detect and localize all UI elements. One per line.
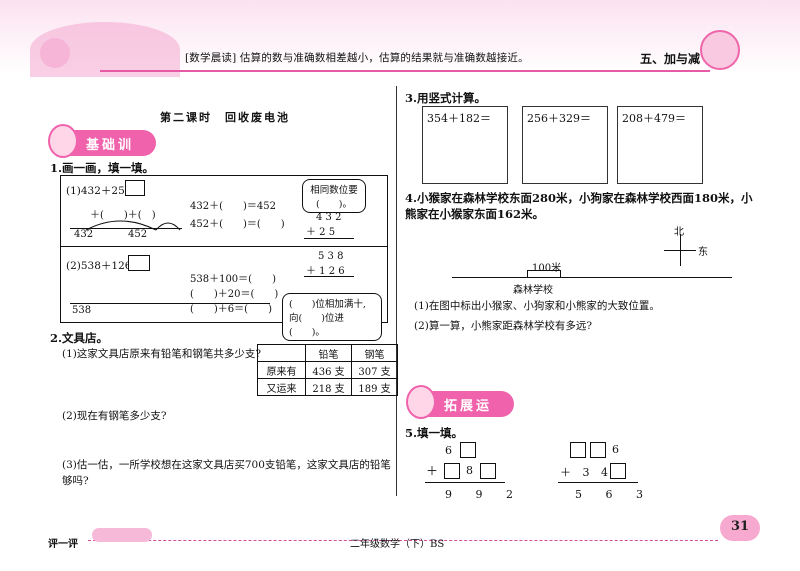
q1b-line3: ( )＋6＝( ) [190, 304, 272, 315]
q1a-number-line [70, 228, 182, 229]
compass-east: 东 [698, 247, 708, 258]
compass-horizontal [664, 250, 696, 251]
q1a-end: 452 [128, 229, 148, 240]
q5a-rule [425, 482, 505, 483]
q5a-row2: 8 [466, 464, 473, 477]
table-cell: 436 支 [305, 361, 352, 379]
header-rule [100, 70, 710, 72]
q2-part1: (1)这家文具店原来有铅笔和钢笔共多少支? [62, 348, 262, 360]
q1b-start: 538 [72, 305, 92, 316]
unit-title: 五、加与减 [640, 52, 701, 66]
q5b-row2: ＋ 3 4 [560, 466, 612, 479]
mascot-cap-icon [406, 385, 436, 419]
table-cell: 218 支 [305, 378, 352, 396]
footer-rating: 评一评 [48, 539, 78, 550]
q5b-blank-1[interactable] [570, 442, 586, 458]
q1b-hint-bubble: ( )位相加满十, 向( )位进( )。 [282, 293, 382, 341]
q3-calc-box-3[interactable]: 208＋479＝ [617, 106, 703, 184]
section-tag-label: 基础训练 [86, 138, 135, 172]
q5a-blank-3[interactable] [480, 463, 496, 479]
q5b-row1: 6 [612, 443, 619, 456]
table-row: 又运来 218 支 189 支 [257, 378, 398, 396]
page-number: 31 [720, 515, 760, 541]
q2-part3: (3)估一估，一所学校想在这家文具店买700支铅笔，这家文具店的铅笔够吗? [62, 459, 391, 487]
mascot-cap-icon [48, 124, 78, 158]
q1b-line2: ( )＋20＝( ) [190, 289, 279, 300]
q4-part1: (1)在图中标出小猴家、小狗家和小熊家的大致位置。 [414, 300, 660, 312]
q3-expr: 354＋182＝ [427, 112, 491, 125]
q1b-vertical-bottom: ＋ 1 2 6 [306, 266, 345, 277]
q2-title: 2.文具店。 [50, 331, 109, 345]
q1a-answer-box[interactable] [125, 180, 145, 196]
q5a-blank-1[interactable] [460, 442, 476, 458]
map-line [452, 277, 732, 278]
section-tag-basic: 基础训练 [48, 124, 156, 172]
map-tick-school [527, 270, 528, 278]
q2-part2: (2)现在有钢笔多少支? [62, 410, 167, 422]
q1a-hint-bubble: 相同数位要 ( )。 [302, 179, 366, 213]
q1-title: 1.画一画，填一填。 [50, 161, 155, 175]
compass-north: 北 [674, 227, 684, 238]
q1a-arcs [85, 220, 181, 231]
table-header [257, 344, 306, 362]
mascot-icon [700, 30, 740, 70]
q1b-number-line [70, 303, 270, 304]
q5a-blank-2[interactable] [444, 463, 460, 479]
section-tag-extend: 拓展运用 [406, 385, 514, 433]
q1b-vertical-rule [304, 276, 354, 277]
q5b-blank-3[interactable] [610, 463, 626, 479]
q5a-plus: ＋ [426, 464, 439, 478]
column-divider [396, 86, 397, 496]
scale-label: 100米 [532, 263, 562, 274]
q1a-vertical-bottom: ＋ 2 5 [306, 227, 336, 238]
q1b-expr: (2)538＋126＝ [66, 260, 142, 272]
header-tip: [数学晨读] 估算的数与准确数相差越小，估算的结果就与准确数越接近。 [185, 52, 529, 64]
q3-expr: 256＋329＝ [527, 112, 591, 125]
section-tag-label: 拓展运用 [444, 399, 493, 433]
q3-calc-box-1[interactable]: 354＋182＝ [422, 106, 508, 184]
scale-bar [527, 270, 560, 271]
q5b-rule [558, 482, 638, 483]
q1a-vertical-top: 4 3 2 [316, 212, 342, 223]
table-header: 铅笔 [305, 344, 352, 362]
q2-table: 铅笔 钢笔 原来有 436 支 307 支 又运来 218 支 189 支 [257, 344, 398, 396]
q5b-blank-2[interactable] [590, 442, 606, 458]
lesson-title: 第二课时 回收废电池 [160, 111, 290, 124]
q1a-expr: (1)432＋25＝ [66, 185, 136, 197]
q4-part2: (2)算一算，小熊家距森林学校有多远? [414, 320, 593, 332]
q5a-result: 9 9 2 [445, 488, 523, 501]
table-cell: 原来有 [257, 361, 306, 379]
table-cell: 307 支 [351, 361, 398, 379]
q5b-result: 5 6 3 [575, 488, 653, 501]
q1a-line1: 432＋( )＝452 [190, 201, 276, 212]
table-cell: 189 支 [351, 378, 398, 396]
q3-expr: 208＋479＝ [622, 112, 686, 125]
footer-rule [88, 540, 718, 541]
q1b-answer-box[interactable] [128, 255, 150, 271]
school-label: 森林学校 [513, 285, 553, 296]
q5-title: 5.填一填。 [405, 426, 464, 440]
tree-icon [40, 38, 70, 68]
q1a-start: 432 [74, 229, 94, 240]
footer-book: 二年级数学（下）BS [350, 539, 445, 550]
q1a-vertical-rule [304, 238, 354, 239]
q1a-arc-label: ＋( )＋( ) [90, 210, 156, 221]
map-tick-100 [560, 270, 561, 278]
q1b-line1: 538＋100＝( ) [190, 274, 276, 285]
table-row: 原来有 436 支 307 支 [257, 361, 398, 379]
q3-calc-box-2[interactable]: 256＋329＝ [522, 106, 608, 184]
q3-title: 3.用竖式计算。 [405, 91, 487, 105]
table-header: 钢笔 [351, 344, 398, 362]
q1a-line2: 452＋( )＝( ) [190, 219, 285, 230]
table-cell: 又运来 [257, 378, 306, 396]
q1b-vertical-top: 5 3 8 [318, 251, 344, 262]
q4-title: 4.小猴家在森林学校东面280米，小狗家在森林学校西面180米，小熊家在小猴家东… [405, 191, 753, 221]
rating-icons [92, 528, 152, 542]
q1-separator [60, 246, 388, 247]
